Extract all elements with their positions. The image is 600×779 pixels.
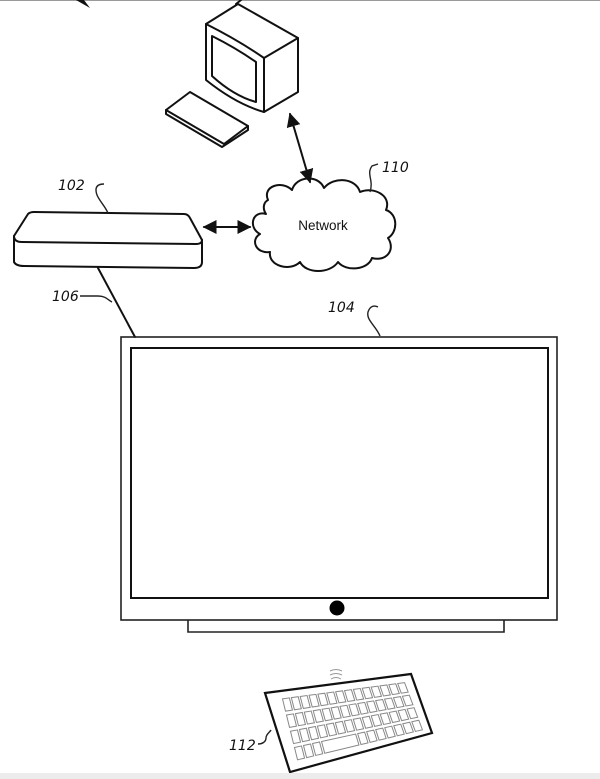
key (411, 719, 424, 733)
leader-104 (367, 305, 381, 337)
key (294, 711, 307, 727)
key (401, 694, 414, 707)
key (290, 696, 302, 711)
key (293, 745, 306, 761)
key (308, 693, 320, 708)
page-bottom-band (0, 773, 600, 779)
key (370, 713, 383, 727)
key (302, 743, 315, 759)
key (388, 710, 401, 724)
key (298, 727, 311, 743)
leader-110 (369, 163, 379, 193)
page-top-border (0, 0, 600, 1)
leader-112 (257, 729, 272, 745)
key (321, 707, 333, 722)
key (285, 713, 298, 728)
hdmi-cable (97, 267, 136, 338)
key (366, 700, 378, 714)
key (316, 724, 329, 739)
ref-label-110: 110 (382, 160, 409, 176)
key (379, 684, 392, 697)
key (326, 691, 338, 705)
key (335, 690, 347, 704)
key (317, 692, 329, 707)
key (392, 696, 405, 709)
wireless-keyboard-icon (263, 672, 434, 774)
key (352, 687, 365, 701)
key (357, 731, 369, 746)
network-label: Network (298, 218, 348, 233)
network-cloud-icon (251, 177, 397, 272)
key (388, 683, 400, 696)
ref-label-106: 106 (52, 289, 79, 305)
key (379, 712, 392, 726)
key (383, 697, 396, 710)
key (397, 708, 410, 722)
key (312, 709, 324, 724)
ref-label-102: 102 (58, 178, 85, 194)
key (375, 727, 387, 741)
key (402, 721, 415, 735)
key (374, 698, 387, 712)
television-display-icon (120, 336, 558, 633)
key (370, 685, 383, 698)
key (393, 723, 405, 737)
key (334, 720, 347, 735)
key (384, 725, 396, 739)
key (406, 707, 419, 720)
set-top-box-icon (13, 211, 203, 269)
power-button-icon (329, 600, 345, 616)
key (339, 704, 351, 719)
computer-network-link (286, 112, 314, 184)
key (366, 729, 378, 743)
key (289, 729, 302, 745)
key (311, 741, 324, 757)
computer-icon (165, 0, 299, 148)
key (330, 706, 342, 720)
key (357, 701, 369, 715)
key (352, 717, 365, 731)
key (361, 715, 374, 729)
key (303, 710, 316, 725)
partial-arrow-icon (76, 0, 90, 8)
ref-label-112: 112 (229, 738, 256, 754)
key (343, 719, 356, 733)
key (307, 725, 320, 741)
key (397, 682, 409, 694)
leader-106 (80, 295, 113, 303)
key (299, 695, 311, 709)
key (348, 703, 360, 717)
wireless-signal-icon (329, 669, 343, 680)
leader-102 (95, 183, 109, 214)
ref-label-104: 104 (328, 300, 355, 316)
spacebar-key (320, 733, 360, 754)
key (361, 686, 374, 700)
key (281, 697, 294, 712)
key (325, 722, 338, 737)
key (343, 689, 356, 703)
